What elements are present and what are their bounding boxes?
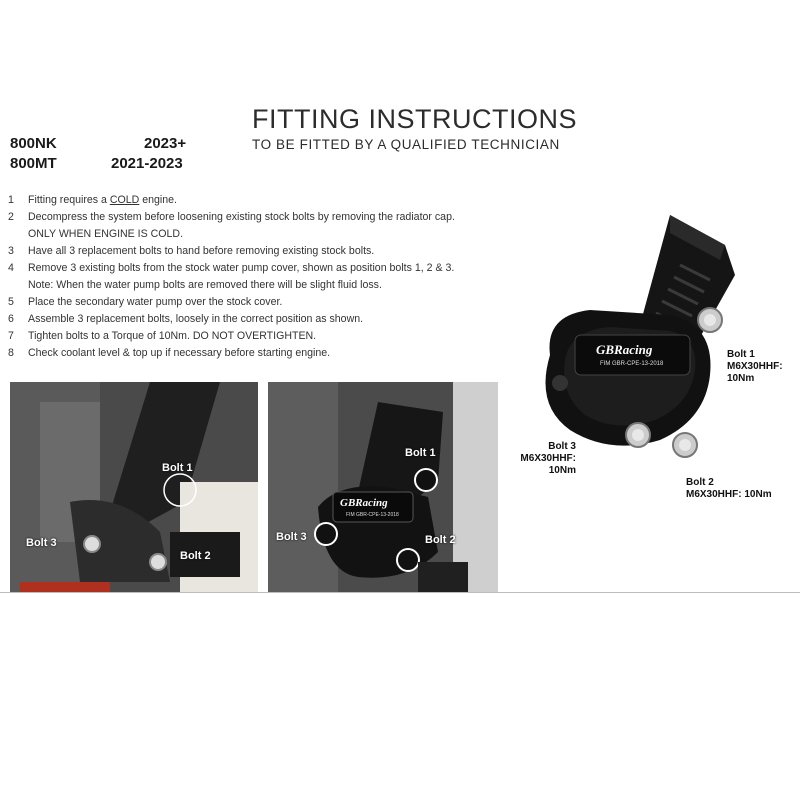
step-number: 3 [8, 245, 14, 257]
water-pump-cover-image [545, 215, 735, 458]
step-emphasis: COLD [109, 194, 140, 206]
spec-bolt-1: Bolt 1 M6X30HHF: 10Nm [727, 349, 783, 385]
instruction-step: 4 Remove 3 existing bolts from the stock… [8, 260, 528, 294]
right-photo-bolt-3-label: Bolt 3 [276, 531, 307, 543]
spec-bolt-3: Bolt 3 M6X30HHF: 10Nm [520, 441, 576, 477]
step-note: ONLY WHEN ENGINE IS COLD. [28, 228, 184, 240]
step-note: Note: When the water pump bolts are remo… [28, 279, 382, 291]
left-photo-bolt-3-label: Bolt 3 [26, 537, 57, 549]
step-text-end: engine. [139, 194, 177, 206]
bottom-divider [0, 592, 800, 593]
instruction-step: 6 Assemble 3 replacement bolts, loosely … [8, 311, 528, 328]
instruction-step: 8 Check coolant level & top up if necess… [8, 345, 528, 362]
step-text: Have all 3 replacement bolts to hand bef… [28, 245, 375, 257]
spec-bolt-1-size: M6X30HHF: [727, 361, 783, 372]
spec-bolt-1-torque: 10Nm [727, 373, 755, 384]
right-photo-product-code: FIM GBR-CPE-13-2018 [346, 512, 399, 518]
product-code: FIM GBR-CPE-13-2018 [600, 361, 664, 367]
right-photo-bolt-1-label: Bolt 1 [405, 447, 436, 459]
product-brand-logo: GBRacing [596, 342, 653, 357]
left-photo-bolt-1-label: Bolt 1 [162, 462, 193, 474]
instruction-step: 5 Place the secondary water pump over th… [8, 294, 528, 311]
spec-bolt-3-size: M6X30HHF: [520, 453, 576, 464]
instruction-step: 1 Fitting requires a COLD engine. [8, 192, 528, 209]
spec-bolt-3-label: Bolt 3 [548, 441, 576, 452]
product-render: GBRacing FIM GBR-CPE-13-2018 [520, 205, 740, 465]
left-photo-bolt-2-label: Bolt 2 [180, 550, 211, 562]
step-text: Tighten bolts to a Torque of 10Nm. DO NO… [28, 330, 317, 342]
model-years-1: 2023+ [144, 135, 187, 152]
step-text: Check coolant level & top up if necessar… [28, 347, 331, 359]
photo-fitted-cover: GBRacing FIM GBR-CPE-13-2018 Bolt 1 Bolt… [268, 382, 498, 592]
step-number: 6 [8, 313, 14, 325]
step-number: 4 [8, 262, 14, 274]
step-number: 1 [8, 194, 14, 206]
step-text: Assemble 3 replacement bolts, loosely in… [28, 313, 364, 325]
step-text: Decompress the system before loosening e… [28, 211, 455, 223]
step-text: Remove 3 existing bolts from the stock w… [28, 262, 455, 274]
step-text: Place the secondary water pump over the … [28, 296, 283, 308]
photo-stock-engine: Bolt 1 Bolt 2 Bolt 3 [10, 382, 258, 592]
spec-bolt-2-size: M6X30HHF: 10Nm [686, 489, 772, 500]
step-number: 8 [8, 347, 14, 359]
step-number: 5 [8, 296, 14, 308]
spec-bolt-2: Bolt 2 M6X30HHF: 10Nm [686, 477, 772, 501]
page-title: FITTING INSTRUCTIONS [252, 104, 577, 134]
instruction-step: 7 Tighten bolts to a Torque of 10Nm. DO … [8, 328, 528, 345]
model-name-1: 800NK [10, 135, 57, 152]
spec-bolt-1-label: Bolt 1 [727, 349, 755, 360]
step-text: Fitting requires a [28, 194, 110, 206]
spec-bolt-3-torque: 10Nm [548, 465, 576, 476]
model-years-2: 2021-2023 [111, 155, 183, 172]
right-photo-bolt-2-label: Bolt 2 [425, 534, 456, 546]
model-name-2: 800MT [10, 155, 57, 172]
instruction-list: 1 Fitting requires a COLD engine. 2 Deco… [8, 192, 528, 362]
right-photo-brand-logo: GBRacing [340, 497, 388, 509]
engine-photo-image [10, 382, 258, 592]
spec-bolt-2-label: Bolt 2 [686, 477, 714, 488]
step-number: 2 [8, 211, 14, 223]
instruction-step: 3 Have all 3 replacement bolts to hand b… [8, 243, 528, 260]
fitted-photo-image [268, 382, 498, 592]
page-subtitle: TO BE FITTED BY A QUALIFIED TECHNICIAN [252, 137, 560, 152]
step-number: 7 [8, 330, 14, 342]
instruction-step: 2 Decompress the system before loosening… [8, 209, 528, 243]
